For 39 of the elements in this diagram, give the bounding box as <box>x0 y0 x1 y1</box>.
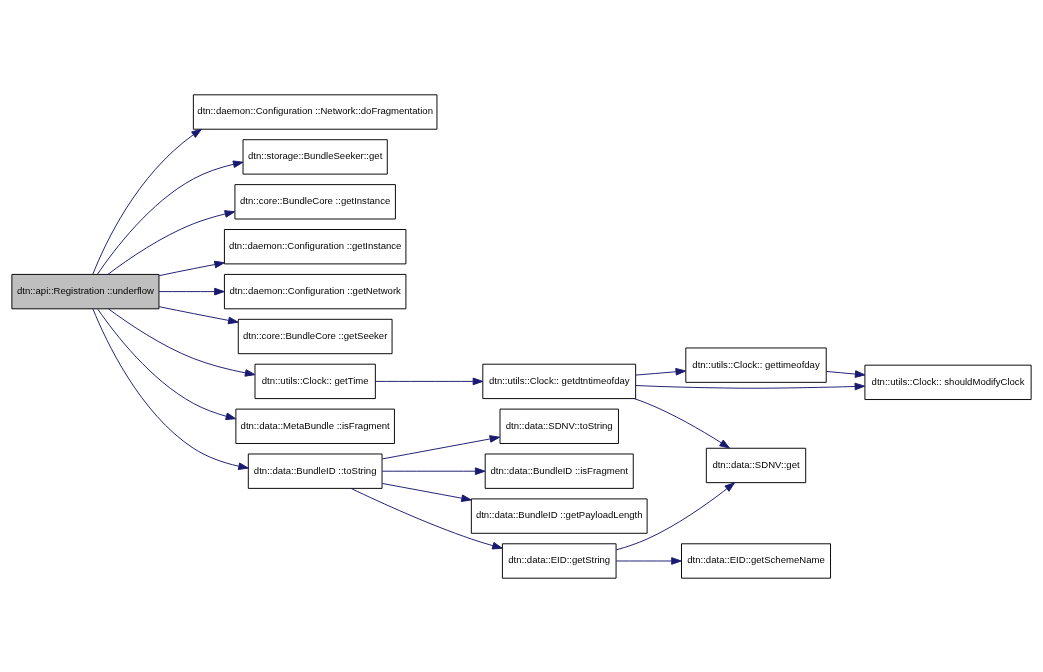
node-box: dtn::core::BundleCore ::getSeeker <box>237 318 393 354</box>
node-box: dtn::utils::Clock:: getTime <box>254 363 376 399</box>
arrow <box>158 287 225 295</box>
node-box: dtn::utils::Clock:: gettimeofday <box>685 346 827 383</box>
node-box: dtn::data::EID::getSchemeName <box>681 542 831 579</box>
arrow <box>615 556 682 565</box>
arrow <box>381 434 501 459</box>
arrow <box>158 305 239 324</box>
node-box: dtn::daemon::Configuration ::Network::doFragmentation <box>192 93 438 130</box>
arrow <box>634 397 730 449</box>
node-box: dtn::data::SDNV::toString <box>499 408 619 444</box>
node-box: dtn::data::BundleID ::isFragment <box>484 453 634 489</box>
node-box: dtn::data::EID::getString <box>501 542 617 579</box>
node-box: dtn::utils::Clock:: getdtntimeofday <box>482 363 637 399</box>
node-box: dtn::data::BundleID ::toString <box>247 453 383 489</box>
arrow <box>635 367 686 376</box>
arrow <box>97 308 237 420</box>
arrow <box>92 307 249 470</box>
node-box: dtn::data::SDNV::get <box>705 447 807 483</box>
arrow <box>381 466 486 475</box>
arrow <box>107 307 256 377</box>
node-box: dtn::data::MetaBundle ::isFragment <box>235 408 395 444</box>
arrow <box>158 260 225 276</box>
arrow <box>635 382 866 390</box>
arrow <box>381 482 472 502</box>
node-box: dtn::core::BundleCore ::getInstance <box>234 183 396 219</box>
arrow <box>825 369 866 378</box>
node-box: dtn::storage::BundleSeeker::get <box>242 138 388 175</box>
arrow <box>107 209 236 275</box>
node-box: dtn::daemon::Configuration ::getNetwork <box>223 273 407 309</box>
node-box: dtn::data::BundleID ::getPayloadLength <box>470 497 648 534</box>
node-box: dtn::daemon::Configuration ::getInstance <box>223 228 407 264</box>
node-box: dtn::utils::Clock:: shouldModifyClock <box>864 364 1032 400</box>
node-box: dtn::api::Registration ::underflow <box>11 273 160 309</box>
arrow <box>97 160 244 275</box>
arrow <box>374 377 484 385</box>
arrow <box>350 487 503 549</box>
arrow <box>615 481 735 550</box>
arrow <box>92 128 202 275</box>
